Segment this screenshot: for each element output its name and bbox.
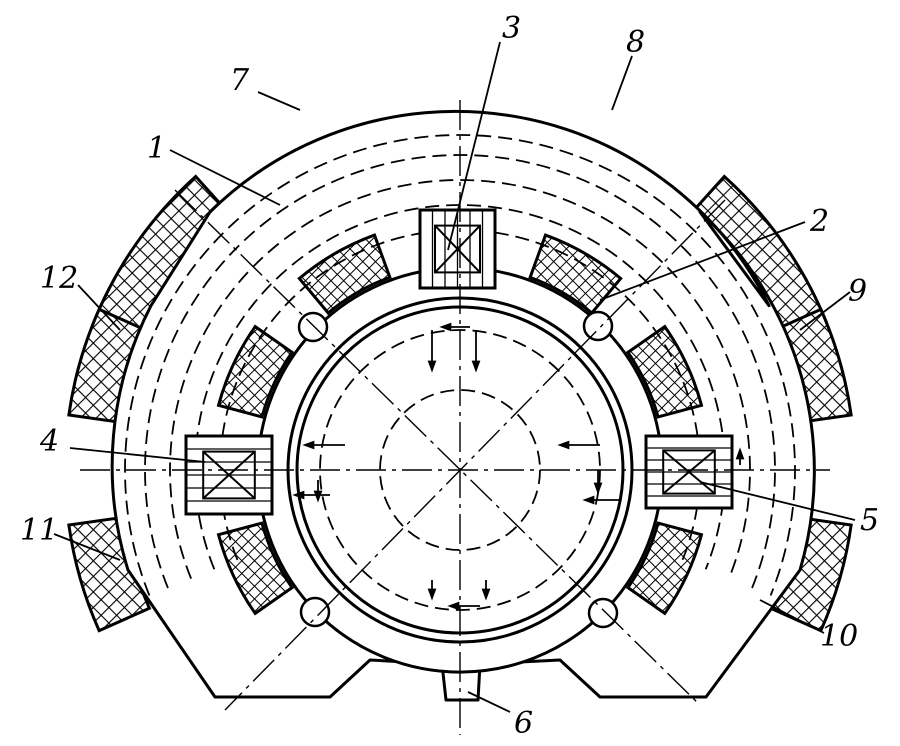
- flow-arrows: [292, 322, 745, 611]
- pole-windings: [184, 208, 734, 516]
- callout-2: 2: [809, 204, 829, 239]
- callout-6: 6: [514, 706, 533, 741]
- callout-5: 5: [860, 503, 879, 538]
- leader-lines: [53, 41, 856, 713]
- callout-8: 8: [626, 25, 645, 60]
- bolt-hole-1: [297, 311, 329, 343]
- inner-coil-4: [625, 521, 704, 616]
- bolt-hole-4: [587, 597, 619, 629]
- callout-4: 4: [39, 424, 59, 459]
- callout-11: 11: [20, 513, 58, 548]
- bolt-hole-3: [299, 596, 331, 628]
- inner-coil-2: [528, 233, 623, 316]
- inner-coil-5: [216, 521, 295, 616]
- callout-7: 7: [230, 63, 250, 98]
- pole-winding-3: [418, 208, 497, 290]
- inner-coil-group: [216, 233, 704, 616]
- bolt-hole-2: [582, 310, 614, 342]
- bolt-holes: [297, 310, 619, 629]
- callout-3: 3: [502, 11, 521, 46]
- pole-winding-4: [184, 434, 274, 516]
- inner-coil-6: [216, 324, 295, 419]
- inner-coil-3: [625, 324, 704, 419]
- outer-coil-group: [67, 174, 853, 633]
- pole-winding-5: [644, 434, 734, 510]
- callout-10: 10: [820, 619, 858, 654]
- callout-1: 1: [147, 131, 166, 166]
- callout-12: 12: [40, 261, 78, 296]
- callout-9: 9: [848, 274, 867, 309]
- inner-coil-1: [297, 233, 392, 316]
- callout-labels: 1 2 3 4 5 6 7 8 9 10 11 12: [20, 11, 879, 741]
